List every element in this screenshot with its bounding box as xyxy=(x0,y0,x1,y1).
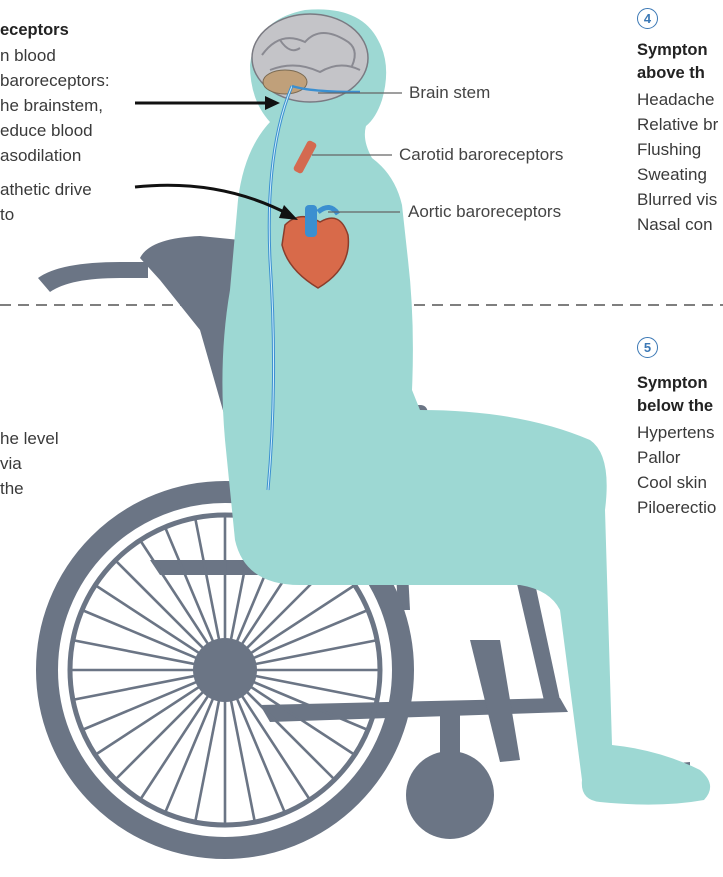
caster-wheel xyxy=(406,715,494,839)
left-top-line-5: asodilation xyxy=(0,143,81,169)
left-top-line-1: n blood xyxy=(0,43,56,69)
step-5-item-4: Piloerectio xyxy=(637,495,716,521)
left-top-line-7: to xyxy=(0,202,14,228)
aortic-baroreceptors-label: Aortic baroreceptors xyxy=(408,202,561,222)
step-5-item-3: Cool skin xyxy=(637,470,707,496)
left-top-line-4: educe blood xyxy=(0,118,93,144)
left-top-heading: eceptors xyxy=(0,20,69,40)
step-4-item-5: Blurred vis xyxy=(637,187,717,213)
step-4-item-4: Sweating xyxy=(637,162,707,188)
step-4-item-2: Relative br xyxy=(637,112,718,138)
step-5-badge: 5 xyxy=(637,337,658,358)
carotid-baroreceptors-label: Carotid baroreceptors xyxy=(399,145,563,165)
step-4-item-3: Flushing xyxy=(637,137,701,163)
step-5-item-1: Hypertens xyxy=(637,420,714,446)
step-4-heading-line-1: Sympton xyxy=(637,40,708,60)
step-4-item-6: Nasal con xyxy=(637,212,713,238)
step-5-heading-line-2: below the xyxy=(637,396,713,416)
left-bottom-line-3: the xyxy=(0,476,24,502)
step-5-heading-line-1: Sympton xyxy=(637,373,708,393)
left-top-line-6: athetic drive xyxy=(0,177,92,203)
step-4-heading-line-2: above th xyxy=(637,63,705,83)
left-top-line-2: baroreceptors: xyxy=(0,68,110,94)
left-bottom-line-2: via xyxy=(0,451,22,477)
left-top-line-3: he brainstem, xyxy=(0,93,103,119)
left-bottom-line-1: he level xyxy=(0,426,59,452)
brain-stem-label: Brain stem xyxy=(409,83,490,103)
step-5-item-2: Pallor xyxy=(637,445,680,471)
step-4-item-1: Headache xyxy=(637,87,715,113)
step-4-badge: 4 xyxy=(637,8,658,29)
